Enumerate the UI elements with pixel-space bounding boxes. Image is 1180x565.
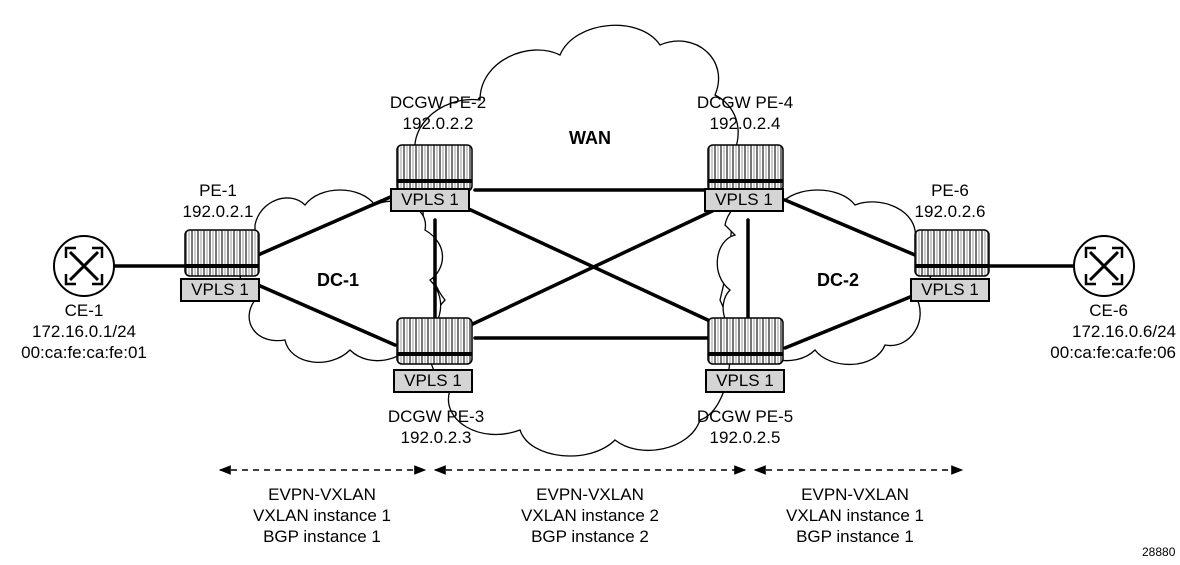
- segment-2-line-3: BGP instance 2: [531, 527, 649, 546]
- segment-1-line-1: EVPN-VXLAN: [268, 485, 376, 504]
- pe5-name: DCGW PE-5: [696, 407, 794, 426]
- ce6-ip: 172.16.0.6/24: [1072, 322, 1176, 341]
- pe1-label: PE-1 192.0.2.1: [183, 180, 254, 222]
- segment-2-line-2: VXLAN instance 2: [521, 506, 659, 525]
- pe3-name: DCGW PE-3: [387, 407, 485, 426]
- router-pe2: [396, 144, 473, 192]
- link-pe3-pe4: [458, 203, 727, 332]
- wan-label: WAN: [569, 128, 611, 148]
- pe6-ip: 192.0.2.6: [914, 202, 986, 221]
- ce6-name: CE-6: [1089, 301, 1128, 320]
- dc2-label: DC-2: [816, 270, 860, 290]
- segment-1-line-3: BGP instance 1: [263, 527, 381, 546]
- ce6-switch-icon: [1073, 235, 1135, 297]
- pe5-vpls-box: VPLS 1: [705, 369, 785, 393]
- pe4-vpls-box: VPLS 1: [704, 188, 784, 212]
- pe6-label: PE-6 192.0.2.6: [915, 180, 986, 222]
- segment-1-line-2: VXLAN instance 1: [253, 506, 391, 525]
- links: [113, 188, 1077, 350]
- pe2-name: DCGW PE-2: [389, 93, 487, 112]
- router-pe5: [707, 317, 784, 365]
- pe3-vpls-box: VPLS 1: [393, 369, 473, 393]
- dc1-label: DC-1: [316, 270, 360, 290]
- link-pe5-pe6: [783, 293, 917, 350]
- ce1-switch-icon: [53, 235, 115, 297]
- pe2-ip: 192.0.2.2: [402, 114, 474, 133]
- router-pe1: [184, 229, 260, 277]
- pe2-label: DCGW PE-2 192.0.2.2: [390, 92, 486, 134]
- ce6-label: CE-6 172.16.0.6/24 00:ca:fe:ca:fe:06: [1050, 300, 1176, 363]
- pe3-label: DCGW PE-3 192.0.2.3: [388, 406, 484, 448]
- segment-label-3: EVPN-VXLAN VXLAN instance 1 BGP instance…: [786, 484, 924, 547]
- ce1-ip: 172.16.0.1/24: [32, 322, 136, 341]
- ce1-name: CE-1: [64, 301, 104, 320]
- router-pe3: [396, 317, 473, 365]
- segment-3-line-2: VXLAN instance 1: [786, 506, 924, 525]
- pe5-ip: 192.0.2.5: [709, 428, 781, 447]
- pe1-name: PE-1: [199, 181, 237, 200]
- pe4-name: DCGW PE-4: [696, 93, 794, 112]
- router-pe4: [707, 144, 784, 192]
- pe4-ip: 192.0.2.4: [709, 114, 781, 133]
- pe3-ip: 192.0.2.3: [400, 428, 472, 447]
- link-pe1-pe2: [256, 193, 397, 257]
- segment-2-line-1: EVPN-VXLAN: [536, 485, 644, 504]
- ce1-label: CE-1 172.16.0.1/24 00:ca:fe:ca:fe:01: [21, 300, 147, 363]
- ce6-mac: 00:ca:fe:ca:fe:06: [1050, 343, 1176, 362]
- segment-3-line-1: EVPN-VXLAN: [801, 485, 909, 504]
- segment-label-1: EVPN-VXLAN VXLAN instance 1 BGP instance…: [253, 484, 391, 547]
- pe5-label: DCGW PE-5 192.0.2.5: [697, 406, 793, 448]
- pe4-label: DCGW PE-4 192.0.2.4: [697, 92, 793, 134]
- pe1-vpls-box: VPLS 1: [180, 278, 260, 302]
- link-pe1-pe3: [256, 283, 397, 347]
- figure-id: 28880: [1142, 545, 1176, 559]
- pe6-name: PE-6: [931, 181, 969, 200]
- segment-label-2: EVPN-VXLAN VXLAN instance 2 BGP instance…: [521, 484, 659, 547]
- router-pe6: [914, 229, 990, 277]
- pe2-vpls-box: VPLS 1: [390, 188, 470, 212]
- pe6-vpls-box: VPLS 1: [910, 278, 990, 302]
- ce1-mac: 00:ca:fe:ca:fe:01: [21, 343, 147, 362]
- pe1-ip: 192.0.2.1: [182, 202, 254, 221]
- link-pe4-pe6: [783, 198, 917, 257]
- segment-3-line-3: BGP instance 1: [796, 527, 914, 546]
